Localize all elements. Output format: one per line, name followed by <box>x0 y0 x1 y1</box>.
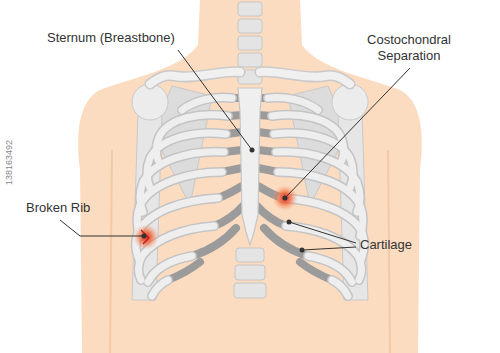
right-skeleton <box>256 72 368 300</box>
part-label: Broken Rib <box>26 200 116 216</box>
leader-lines <box>60 50 410 250</box>
left-skeleton <box>132 72 244 300</box>
body-silhouette <box>78 0 422 353</box>
fracture-line <box>141 230 149 244</box>
part-label: Sternum (Breastbone) <box>47 30 197 46</box>
leader-dots <box>142 148 305 253</box>
sternum <box>238 88 262 245</box>
part-label: Cartilage <box>360 237 450 253</box>
part-label: Costochondral Separation <box>355 32 463 64</box>
broken-rib-mark <box>133 224 159 250</box>
watermark: 138163492 <box>4 140 14 185</box>
